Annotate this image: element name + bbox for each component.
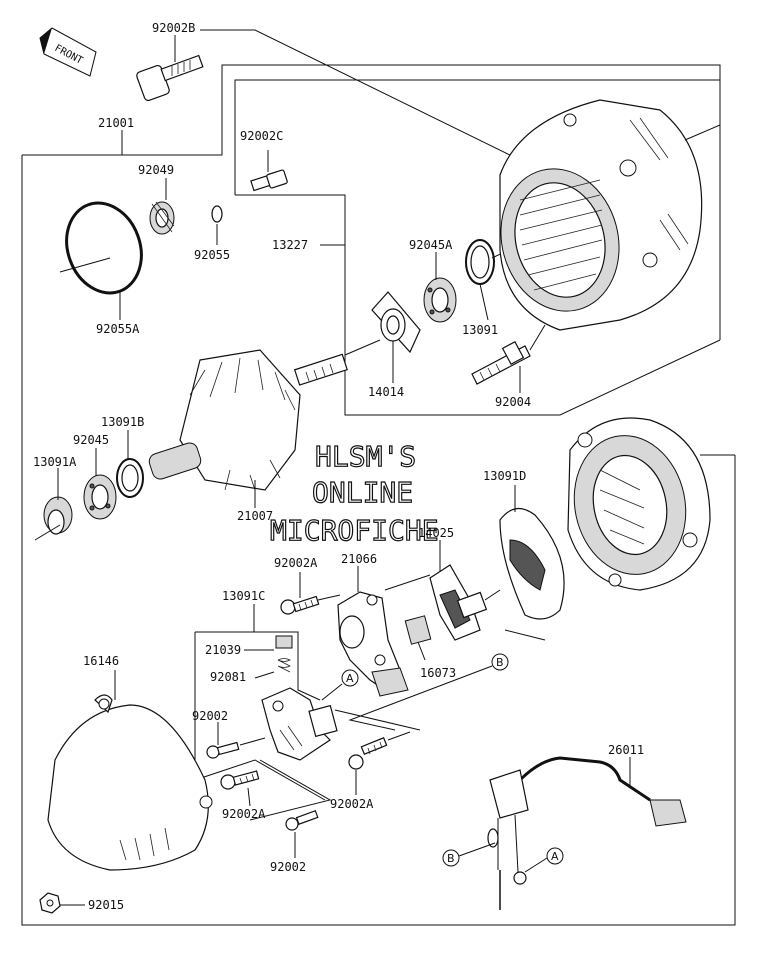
label-92002a-top: 92002A [274, 556, 318, 570]
stud-92004-icon [471, 340, 531, 385]
label-92045: 92045 [73, 433, 109, 447]
label-92002-left: 92002 [192, 709, 228, 723]
front-arrow-icon: FRONT [39, 27, 97, 77]
callout-a-top [341, 669, 359, 687]
bolt-92002c-icon [250, 169, 288, 192]
label-13227: 13227 [272, 238, 308, 252]
label-21066: 21066 [341, 552, 377, 566]
label-92015: 92015 [88, 898, 124, 912]
label-92004: 92004 [495, 395, 531, 409]
screw-92002a-top-icon [280, 595, 320, 615]
callout-b-bottom-label: B [447, 852, 455, 865]
end-cover-icon [567, 417, 711, 591]
bearing-92045-icon [83, 474, 117, 520]
label-13091b: 13091B [101, 415, 144, 429]
harness-26011-icon [487, 756, 687, 910]
bearing-92049-icon [149, 201, 175, 235]
o-ring-92055a-icon [65, 201, 143, 295]
callout-a-top-label: A [346, 672, 354, 685]
label-13091d: 13091D [483, 469, 526, 483]
watermark-line-2: ONLINE [312, 476, 413, 509]
plate-14014-icon [371, 291, 421, 354]
label-92081: 92081 [210, 670, 246, 684]
cover-16146-icon [47, 694, 213, 871]
label-92002a-right: 92002A [330, 797, 374, 811]
callout-b-bottom [442, 849, 460, 867]
brush-holder-icon [261, 687, 338, 761]
label-21001: 21001 [98, 116, 134, 130]
bracket-14025-icon [429, 564, 488, 641]
label-21039: 21039 [205, 643, 241, 657]
ring-92055-icon [211, 205, 223, 223]
label-92055a: 92055A [96, 322, 140, 336]
label-92045a: 92045A [409, 238, 453, 252]
generator-housing-icon [499, 99, 703, 331]
label-13091c: 13091C [222, 589, 265, 603]
label-92055: 92055 [194, 248, 230, 262]
spring-92081-icon [277, 658, 291, 673]
bolt-92002b-icon [136, 54, 204, 102]
label-92002b: 92002B [152, 21, 195, 35]
screw-92002a-left-icon [220, 770, 260, 790]
label-16146: 16146 [83, 654, 119, 668]
bearing-92045a-icon [423, 277, 457, 323]
brush-21039-icon [275, 635, 293, 649]
screw-92002-bottom-icon [285, 809, 319, 831]
brush-16073-icon [404, 615, 432, 645]
callout-b-top [491, 653, 509, 671]
label-92002a-left: 92002A [222, 807, 266, 821]
frame-top [22, 64, 721, 340]
label-21007: 21007 [237, 509, 273, 523]
label-92049: 92049 [138, 163, 174, 177]
regulator-21066-icon [337, 591, 409, 697]
seal-13091a-icon [43, 496, 73, 535]
label-13091: 13091 [462, 323, 498, 337]
label-14014: 14014 [368, 385, 404, 399]
watermark-line-3: MICROFICHE [270, 514, 439, 547]
label-14025: 14025 [418, 526, 454, 540]
bolt-92015-icon [39, 892, 61, 914]
screw-92002a-right-icon [348, 737, 388, 770]
label-92002-bottom: 92002 [270, 860, 306, 874]
holder-13091d-icon [499, 508, 565, 620]
watermark-line-1: HLSM'S [315, 440, 416, 473]
screw-92002-left-icon [206, 741, 240, 759]
seal-13091-icon [465, 239, 495, 285]
label-13091a: 13091A [33, 455, 77, 469]
callout-b-top-label: B [496, 656, 504, 669]
label-92002c: 92002C [240, 129, 283, 143]
rotor-21007-icon [148, 349, 348, 491]
callout-a-bottom [546, 847, 564, 865]
callout-a-bottom-label: A [551, 850, 559, 863]
label-26011: 26011 [608, 743, 644, 757]
frame-border [21, 155, 736, 926]
label-16073: 16073 [420, 666, 456, 680]
